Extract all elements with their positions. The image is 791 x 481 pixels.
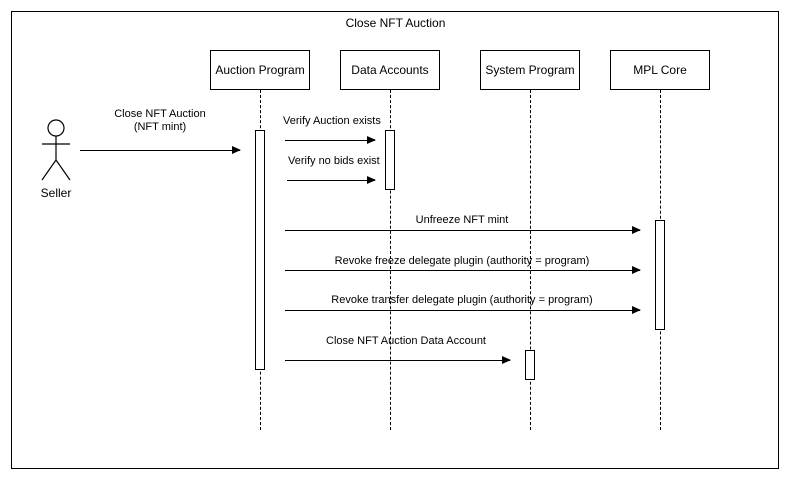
seller-actor-icon <box>41 119 71 181</box>
message-label-close-auction: Close NFT Auction (NFT mint) <box>100 108 220 134</box>
message-label-verify-bids: Verify no bids exist <box>288 155 380 167</box>
message-label-revoke-transfer: Revoke transfer delegate plugin (authori… <box>331 294 593 306</box>
message-label-verify-auction: Verify Auction exists <box>283 115 381 127</box>
diagram-title: Close NFT Auction <box>345 16 446 30</box>
seller-actor-label: Seller <box>40 186 72 200</box>
message-label-revoke-freeze: Revoke freeze delegate plugin (authority… <box>334 255 590 267</box>
participant-auction-program: Auction Program <box>210 50 310 90</box>
diagram-frame <box>11 11 779 469</box>
participant-system-program: System Program <box>480 50 580 90</box>
message-arrow-revoke-transfer <box>285 306 641 314</box>
message-arrow-unfreeze <box>285 226 641 234</box>
lifeline-data-accounts <box>390 90 391 430</box>
message-arrow-verify-auction <box>285 136 376 144</box>
message-arrow-close-auction <box>80 146 241 154</box>
activation-auction-program <box>255 130 265 370</box>
lifeline-system-program <box>530 90 531 430</box>
message-label-unfreeze: Unfreeze NFT mint <box>415 214 509 226</box>
message-label-line-1: Close NFT Auction <box>114 108 206 120</box>
activation-mpl-core <box>655 220 665 330</box>
message-label-line-2: (NFT mint) <box>133 121 187 133</box>
message-arrow-verify-bids <box>287 176 376 184</box>
message-label-close-data-account: Close NFT Auction Data Account <box>326 335 486 347</box>
participant-mpl-core: MPL Core <box>610 50 710 90</box>
message-arrow-revoke-freeze <box>285 266 641 274</box>
activation-system-program <box>525 350 535 380</box>
activation-data-accounts <box>385 130 395 190</box>
message-arrow-close-data-account <box>285 356 511 364</box>
participant-data-accounts: Data Accounts <box>340 50 440 90</box>
